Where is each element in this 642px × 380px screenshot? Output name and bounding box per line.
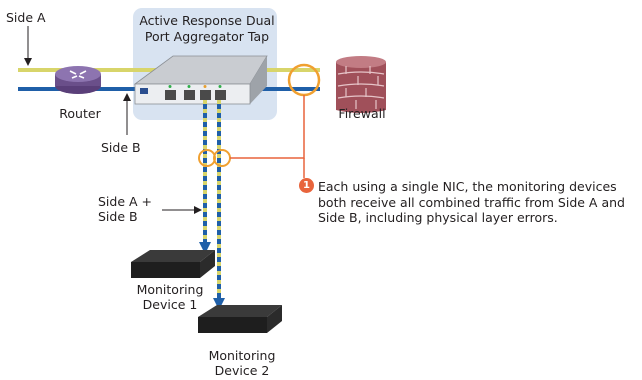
monitoring-device-icon — [131, 250, 215, 278]
router-icon — [55, 66, 101, 94]
side-b-label: Side B — [101, 140, 141, 155]
tap-device-icon — [133, 55, 268, 105]
tap-title: Active Response Dual Port Aggregator Tap — [139, 13, 275, 44]
device1-label-line1: Monitoring — [136, 282, 204, 297]
monitoring-device-icon — [198, 305, 282, 333]
device2-label-line2: Device 2 — [214, 363, 270, 378]
device2-label-line1: Monitoring — [208, 348, 276, 363]
device1-label-line2: Device 1 — [142, 297, 198, 312]
note-number-badge: 1 — [299, 178, 314, 193]
side-a-label: Side A — [6, 10, 46, 25]
firewall-icon — [336, 56, 386, 113]
router-label: Router — [59, 106, 101, 121]
side-ab-label-line1: Side A + — [98, 194, 153, 209]
monitor-callout-ring-2 — [213, 149, 231, 167]
firewall-label: Firewall — [338, 106, 386, 121]
side-ab-label-line2: Side B — [98, 209, 138, 224]
note-text: Each using a single NIC, the monitoring … — [318, 179, 625, 225]
